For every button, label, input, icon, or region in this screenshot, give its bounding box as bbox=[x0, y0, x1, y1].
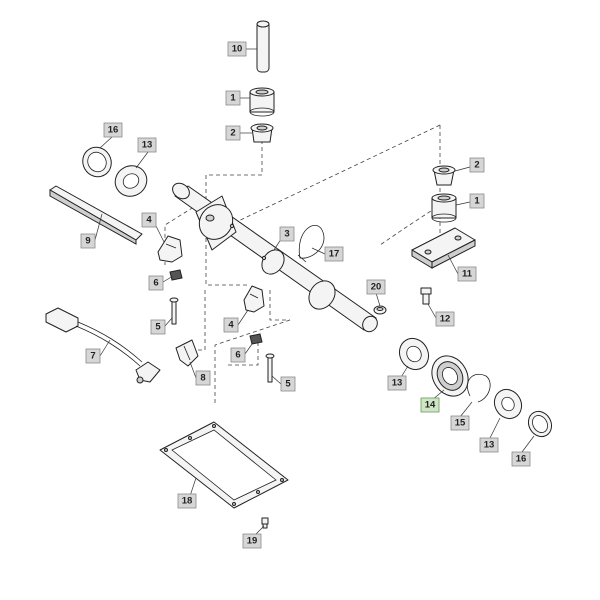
sensor-part-7 bbox=[45, 307, 161, 384]
washer-part-13-mid bbox=[398, 337, 430, 371]
sleeve-part-2-right bbox=[432, 165, 456, 186]
callout-5-upper[interactable]: 5 bbox=[150, 319, 166, 335]
svg-text:13: 13 bbox=[484, 440, 495, 451]
svg-text:10: 10 bbox=[232, 44, 243, 55]
washer-part-13-right bbox=[493, 388, 523, 420]
svg-text:7: 7 bbox=[90, 351, 95, 362]
svg-text:16: 16 bbox=[108, 125, 119, 136]
svg-text:16: 16 bbox=[516, 454, 527, 465]
svg-text:17: 17 bbox=[329, 249, 340, 260]
clamp-part-4-upper bbox=[157, 235, 183, 263]
callout-11[interactable]: 11 bbox=[457, 266, 477, 282]
callout-10[interactable]: 10 bbox=[227, 41, 247, 57]
bolt-part-12 bbox=[420, 287, 432, 305]
svg-text:8: 8 bbox=[200, 373, 205, 384]
svg-text:13: 13 bbox=[392, 378, 403, 389]
clamp-part-4-lower bbox=[243, 285, 265, 313]
svg-text:15: 15 bbox=[455, 418, 466, 429]
callout-13-left[interactable]: 13 bbox=[137, 137, 157, 153]
svg-text:18: 18 bbox=[182, 496, 193, 507]
callout-4-upper[interactable]: 4 bbox=[141, 212, 157, 228]
svg-text:5: 5 bbox=[285, 379, 291, 390]
nut-part-20 bbox=[373, 305, 387, 315]
svg-text:6: 6 bbox=[153, 278, 158, 289]
callout-4-lower[interactable]: 4 bbox=[223, 317, 239, 333]
seal-part-14[interactable] bbox=[425, 349, 475, 402]
callout-2-top[interactable]: 2 bbox=[225, 125, 241, 141]
callout-20[interactable]: 20 bbox=[366, 279, 386, 295]
svg-text:19: 19 bbox=[247, 536, 258, 547]
callout-1-right[interactable]: 1 bbox=[469, 193, 485, 209]
shaft-part-3 bbox=[172, 182, 378, 333]
svg-text:1: 1 bbox=[230, 93, 236, 104]
callout-18[interactable]: 18 bbox=[177, 493, 197, 509]
callout-19[interactable]: 19 bbox=[242, 533, 262, 549]
snap-ring-part-16-right bbox=[527, 410, 553, 438]
bushing-part-1-right bbox=[431, 193, 457, 223]
callout-14[interactable]: 14 bbox=[420, 397, 440, 413]
clip-part-6-lower bbox=[249, 333, 263, 345]
svg-text:5: 5 bbox=[155, 322, 161, 333]
gasket-part-18 bbox=[159, 421, 289, 509]
svg-text:2: 2 bbox=[474, 160, 479, 171]
sleeve-part-2-top bbox=[250, 123, 274, 143]
svg-text:1: 1 bbox=[474, 196, 480, 207]
svg-text:12: 12 bbox=[440, 314, 451, 325]
svg-text:13: 13 bbox=[142, 140, 153, 151]
washer-part-13-left bbox=[114, 165, 148, 197]
bushing-part-1-top bbox=[249, 87, 275, 117]
screw-part-5-upper bbox=[169, 297, 179, 325]
svg-text:4: 4 bbox=[146, 215, 152, 226]
callout-7[interactable]: 7 bbox=[85, 348, 101, 364]
callout-13-right[interactable]: 13 bbox=[479, 437, 499, 453]
bracket-part-8 bbox=[175, 339, 199, 367]
svg-text:14: 14 bbox=[425, 400, 436, 411]
svg-text:4: 4 bbox=[228, 320, 234, 331]
callout-8[interactable]: 8 bbox=[195, 370, 211, 386]
callout-16-right[interactable]: 16 bbox=[511, 451, 531, 467]
bracket-part-11 bbox=[411, 227, 476, 269]
callout-15[interactable]: 15 bbox=[450, 415, 470, 431]
snap-ring-part-15 bbox=[467, 373, 491, 403]
svg-text:3: 3 bbox=[284, 229, 289, 240]
screw-part-19 bbox=[261, 517, 269, 529]
strip-part-9 bbox=[49, 185, 143, 245]
callout-1-top[interactable]: 1 bbox=[225, 90, 241, 106]
callout-3[interactable]: 3 bbox=[279, 226, 295, 242]
callout-9[interactable]: 9 bbox=[80, 233, 96, 249]
svg-text:9: 9 bbox=[85, 236, 90, 247]
svg-text:6: 6 bbox=[235, 350, 240, 361]
svg-text:2: 2 bbox=[230, 128, 235, 139]
svg-text:20: 20 bbox=[371, 282, 382, 293]
callout-12[interactable]: 12 bbox=[435, 311, 455, 327]
screw-part-5-lower bbox=[265, 353, 275, 383]
callout-2-right[interactable]: 2 bbox=[469, 157, 485, 173]
callout-6-lower[interactable]: 6 bbox=[230, 347, 246, 363]
callout-16-left[interactable]: 16 bbox=[103, 122, 123, 138]
assembly-guide-lines bbox=[164, 124, 441, 405]
callout-13-mid[interactable]: 13 bbox=[387, 375, 407, 391]
pin-part-10 bbox=[256, 20, 270, 73]
strap-part-17 bbox=[297, 225, 325, 263]
callout-17[interactable]: 17 bbox=[324, 246, 344, 262]
callout-labels: 10 1 2 16 13 2 1 4 9 3 17 6 11 20 5 4 12… bbox=[80, 41, 531, 549]
clip-part-6-upper bbox=[169, 269, 183, 281]
callout-6-upper[interactable]: 6 bbox=[148, 275, 164, 291]
svg-text:11: 11 bbox=[462, 269, 473, 280]
callout-5-lower[interactable]: 5 bbox=[280, 376, 296, 392]
snap-ring-part-16-left bbox=[82, 146, 112, 178]
